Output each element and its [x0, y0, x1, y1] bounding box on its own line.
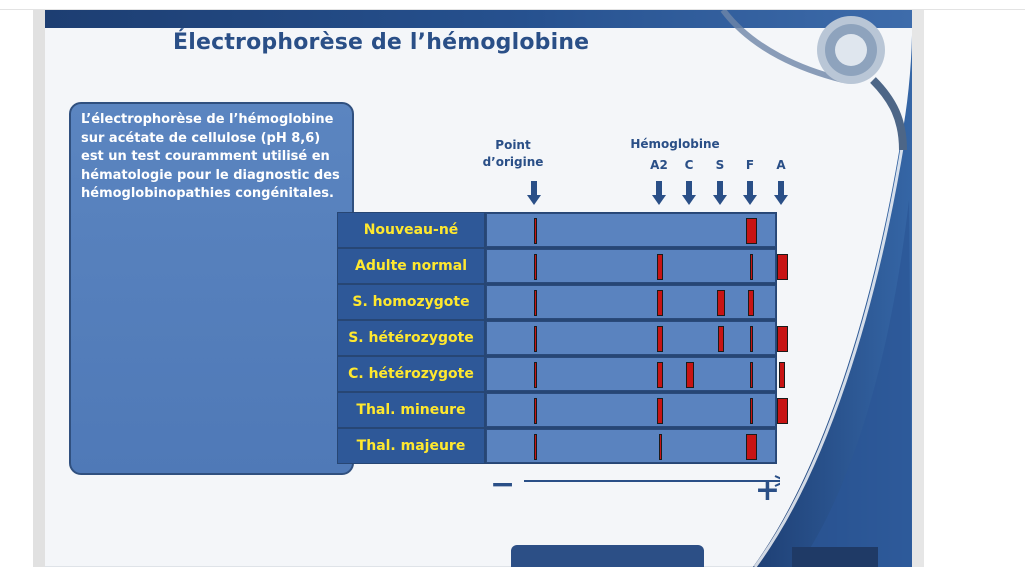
band-label-a2: A2	[650, 158, 668, 172]
band-a2	[657, 398, 663, 424]
slide-title: Électrophorèse de l’hémoglobine	[173, 30, 590, 55]
band-label-s: S	[715, 158, 725, 172]
table-row: Thal. mineure	[337, 392, 788, 428]
migration-axis: − +	[490, 470, 780, 500]
info-text: L’électrophorèse de l’hémoglobine sur ac…	[81, 112, 340, 201]
band-a2	[657, 254, 663, 280]
band-a2	[658, 434, 662, 460]
bottom-button[interactable]	[511, 545, 704, 567]
slide-right-edge	[912, 10, 924, 567]
gel-lane	[486, 393, 788, 427]
band-s	[718, 326, 724, 352]
info-box: L’électrophorèse de l’hémoglobine sur ac…	[69, 102, 354, 475]
origin-mark	[533, 434, 537, 460]
origin-mark	[533, 254, 537, 280]
band-down-arrow-icon	[743, 181, 757, 207]
band-s	[717, 290, 725, 316]
gel-lane	[486, 321, 788, 355]
hemoglobin-label: Hémoglobine	[630, 137, 720, 151]
gel-lane	[486, 213, 776, 247]
gel-lane	[486, 249, 788, 283]
bottom-panel	[792, 547, 878, 567]
gel-lane	[486, 429, 776, 463]
origin-label-line1: Point	[495, 138, 531, 152]
band-f	[749, 362, 753, 388]
band-a2	[657, 290, 663, 316]
band-label-a: A	[776, 158, 786, 172]
row-label: Thal. majeure	[338, 429, 484, 463]
origin-label-line2: d’origine	[482, 155, 544, 169]
origin-down-arrow-icon	[527, 181, 541, 207]
band-c	[686, 362, 694, 388]
band-f	[749, 326, 753, 352]
header-band	[45, 10, 912, 28]
band-label-c: C	[684, 158, 694, 172]
table-row: Adulte normal	[337, 248, 788, 284]
origin-mark	[533, 326, 537, 352]
origin-label: Point d’origine	[478, 137, 548, 171]
row-label: S. homozygote	[338, 285, 484, 319]
table-row: Nouveau-né	[337, 212, 777, 248]
origin-mark	[533, 398, 537, 424]
row-label: Thal. mineure	[338, 393, 484, 427]
band-f	[749, 398, 753, 424]
band-label-f: F	[745, 158, 755, 172]
slide-left-edge	[33, 10, 45, 567]
row-label: C. hétérozygote	[338, 357, 484, 391]
band-a2	[657, 326, 663, 352]
band-f	[749, 254, 753, 280]
band-a	[776, 326, 788, 352]
band-down-arrow-icon	[774, 181, 788, 207]
row-label: Adulte normal	[338, 249, 484, 283]
band-down-arrow-icon	[682, 181, 696, 207]
slide: Électrophorèse de l’hémoglobine L’électr…	[33, 10, 924, 567]
row-label: Nouveau-né	[338, 213, 484, 247]
gel-lane	[486, 285, 776, 319]
axis-plus: +	[755, 473, 780, 500]
band-a	[779, 362, 785, 388]
stethoscope-icon	[720, 10, 907, 151]
band-a	[776, 254, 788, 280]
gel-lane	[486, 357, 785, 391]
table-row: S. hétérozygote	[337, 320, 788, 356]
origin-mark	[533, 218, 537, 244]
table-row: S. homozygote	[337, 284, 777, 320]
band-down-arrow-icon	[713, 181, 727, 207]
band-down-arrow-icon	[652, 181, 666, 207]
band-f	[748, 290, 754, 316]
band-a2	[657, 362, 663, 388]
band-f	[745, 434, 757, 460]
row-label: S. hétérozygote	[338, 321, 484, 355]
top-divider	[0, 9, 1025, 10]
table-row: C. hétérozygote	[337, 356, 785, 392]
table-row: Thal. majeure	[337, 428, 777, 464]
origin-mark	[533, 362, 537, 388]
origin-mark	[533, 290, 537, 316]
wave-background	[753, 10, 913, 567]
axis-minus: −	[490, 470, 515, 500]
band-f	[745, 218, 757, 244]
band-a	[776, 398, 788, 424]
